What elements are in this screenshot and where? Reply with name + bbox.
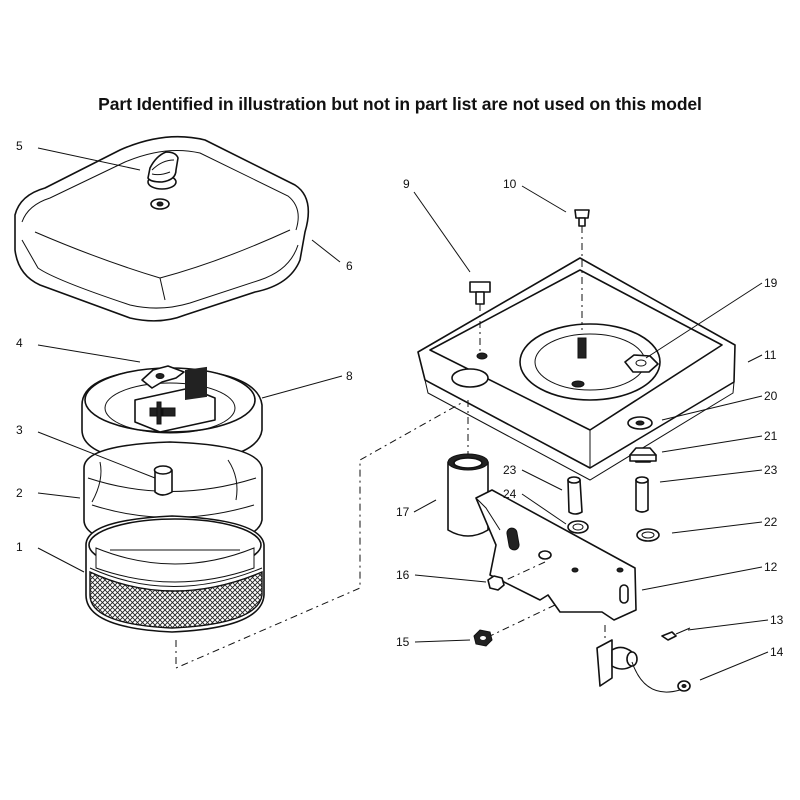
part-24-clamp: [567, 520, 589, 534]
part-16-nut: [487, 575, 505, 591]
part-21-clamp: [636, 528, 660, 542]
leader-lines: [37, 147, 769, 681]
part-13-switch-assembly: [596, 625, 691, 693]
assembly-guide-line: [175, 369, 521, 669]
callout-19: 20: [764, 389, 778, 403]
part-17-tube: [447, 400, 489, 537]
part-5-knob: [147, 151, 179, 210]
callout-3: 3: [16, 423, 23, 437]
part-19-washer: [627, 416, 653, 430]
callout-12: 12: [764, 560, 778, 574]
callout-2: 2: [16, 486, 23, 500]
callout-11: 11: [764, 348, 777, 362]
callout-23: 23: [503, 463, 517, 477]
callout-17: 17: [396, 505, 410, 519]
part-20-nut: [629, 447, 657, 463]
page-title: Part Identified in illustration but not …: [98, 94, 702, 114]
part-6-cover: [14, 135, 310, 322]
callout-16: 16: [396, 568, 410, 582]
callout-14: 14: [770, 645, 784, 659]
callout-22: 23: [764, 463, 778, 477]
callout-18: 19: [764, 276, 778, 290]
callout-15: 15: [396, 635, 410, 649]
callout-24: 24: [503, 487, 517, 501]
part-3-stud: [153, 465, 173, 496]
part-23-hose: [567, 476, 583, 515]
part-1-base-filter: [85, 515, 265, 633]
callout-1: 1: [16, 540, 23, 554]
part-10-screw: [574, 209, 590, 330]
callout-21: 22: [764, 515, 778, 529]
callout-4: 4: [16, 336, 23, 350]
part-8-upper-housing: [81, 366, 263, 465]
part-22-hose: [635, 476, 649, 513]
part-4-wing-nut: [141, 365, 185, 389]
part-15-nut: [473, 629, 493, 647]
callout-10: 10: [503, 177, 517, 191]
callout-20: 21: [764, 429, 778, 443]
callout-13: 13: [770, 613, 784, 627]
callout-9: 9: [403, 177, 410, 191]
part-9-bolt: [469, 281, 491, 355]
part-11-base-tray: [417, 257, 736, 481]
part-14-terminal: [677, 680, 691, 692]
part-18-nut: [624, 354, 659, 373]
callout-numbers: 5 6 4 8 3 2 1 9 10 19 11 20 21 23 22 12 …: [16, 139, 784, 659]
callout-5: 5: [16, 139, 23, 153]
callout-6: 6: [346, 259, 353, 273]
callout-8: 8: [346, 369, 353, 383]
part-12-bracket: [475, 489, 637, 637]
